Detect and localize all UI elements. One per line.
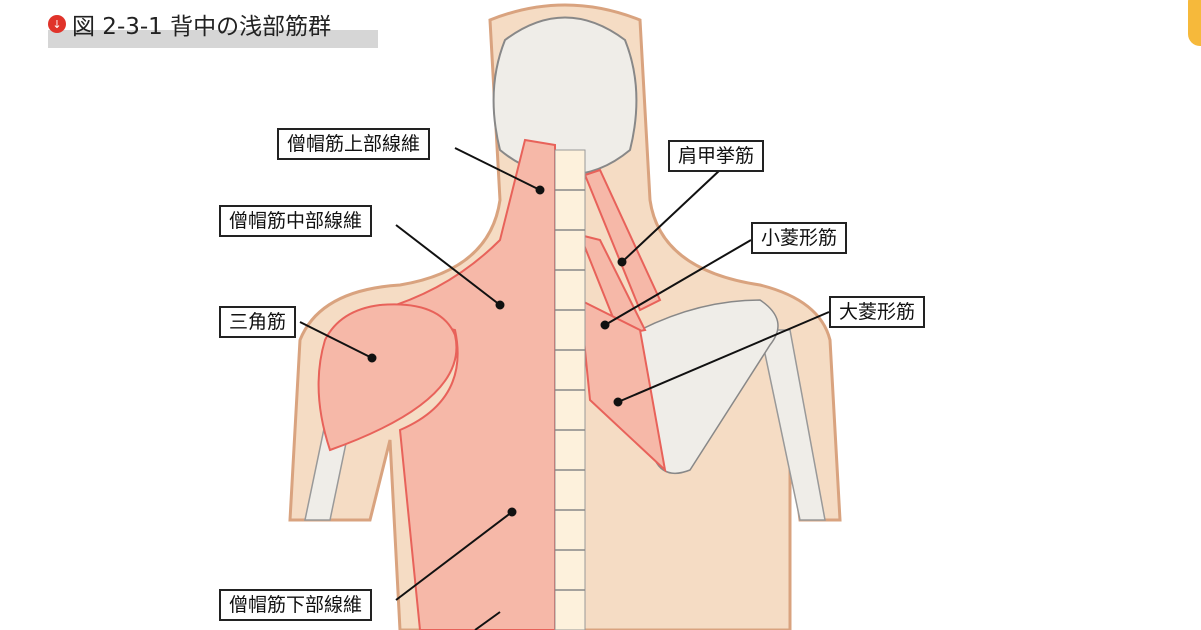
figure-title: ↓ 図 2-3-1 背中の浅部筋群 bbox=[48, 6, 378, 48]
vertebrae bbox=[555, 189, 585, 591]
side-tab[interactable] bbox=[1188, 0, 1201, 46]
scapula bbox=[639, 299, 779, 475]
rhomboid-minor-muscle bbox=[578, 233, 647, 337]
leader-lines bbox=[299, 147, 830, 630]
label-rhomboid-minor: 小菱形筋 bbox=[751, 222, 848, 254]
label-middle-trapezius: 僧帽筋中部線維 bbox=[219, 205, 373, 237]
title-underline bbox=[48, 30, 378, 48]
humerus-right bbox=[759, 329, 826, 521]
figure-marker-icon: ↓ bbox=[48, 15, 66, 33]
trapezius-muscle bbox=[376, 138, 556, 630]
deltoid-muscle bbox=[317, 303, 458, 452]
label-levator-scapulae: 肩甲挙筋 bbox=[668, 140, 765, 172]
rhomboid-major-muscle bbox=[578, 298, 667, 473]
label-lower-trapezius: 僧帽筋下部線維 bbox=[219, 589, 373, 621]
label-deltoid: 三角筋 bbox=[219, 306, 297, 338]
figure-title-text: 図 2-3-1 背中の浅部筋群 bbox=[72, 14, 332, 40]
skull bbox=[492, 16, 638, 177]
label-rhomboid-major: 大菱形筋 bbox=[829, 296, 926, 328]
label-upper-trapezius: 僧帽筋上部線維 bbox=[277, 128, 431, 160]
